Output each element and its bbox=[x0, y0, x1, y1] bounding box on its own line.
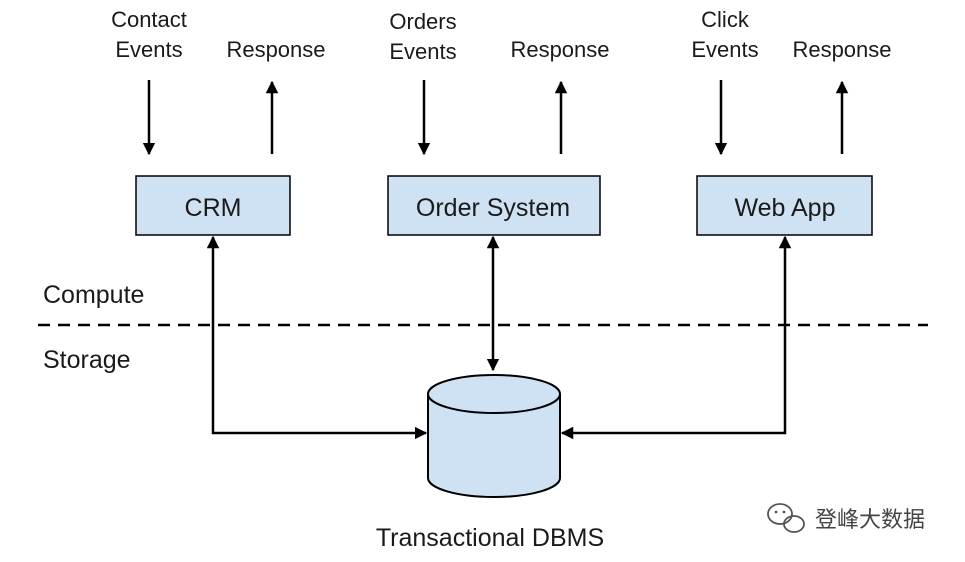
webapp-db-connector bbox=[560, 235, 792, 440]
wechat-icon bbox=[767, 503, 805, 533]
compute-layer-label: Compute bbox=[43, 281, 144, 309]
crm-db-connector bbox=[206, 235, 428, 440]
web-app-box[interactable] bbox=[696, 175, 873, 236]
database-label: Transactional DBMS bbox=[376, 524, 604, 552]
web-app-label: Web App bbox=[734, 194, 835, 222]
database-cylinder-icon[interactable] bbox=[427, 374, 561, 498]
crm-label: CRM bbox=[185, 194, 242, 222]
orders-input-label-line1: Orders bbox=[389, 9, 456, 34]
order-system-box[interactable] bbox=[387, 175, 601, 236]
webapp-output-label: Response bbox=[792, 37, 891, 62]
webapp-input-label-line2: Events bbox=[691, 37, 758, 62]
order-system-label: Order System bbox=[416, 194, 570, 222]
watermark-text: 登峰大数据 bbox=[815, 508, 925, 533]
crm-input-label-line2: Events bbox=[115, 37, 182, 62]
storage-layer-label: Storage bbox=[43, 346, 131, 374]
orders-output-label: Response bbox=[510, 37, 609, 62]
webapp-input-label-line1: Click bbox=[701, 7, 750, 32]
crm-box[interactable] bbox=[135, 175, 291, 236]
orders-input-label-line2: Events bbox=[389, 39, 456, 64]
crm-input-label-line1: Contact bbox=[111, 7, 187, 32]
crm-output-label: Response bbox=[226, 37, 325, 62]
